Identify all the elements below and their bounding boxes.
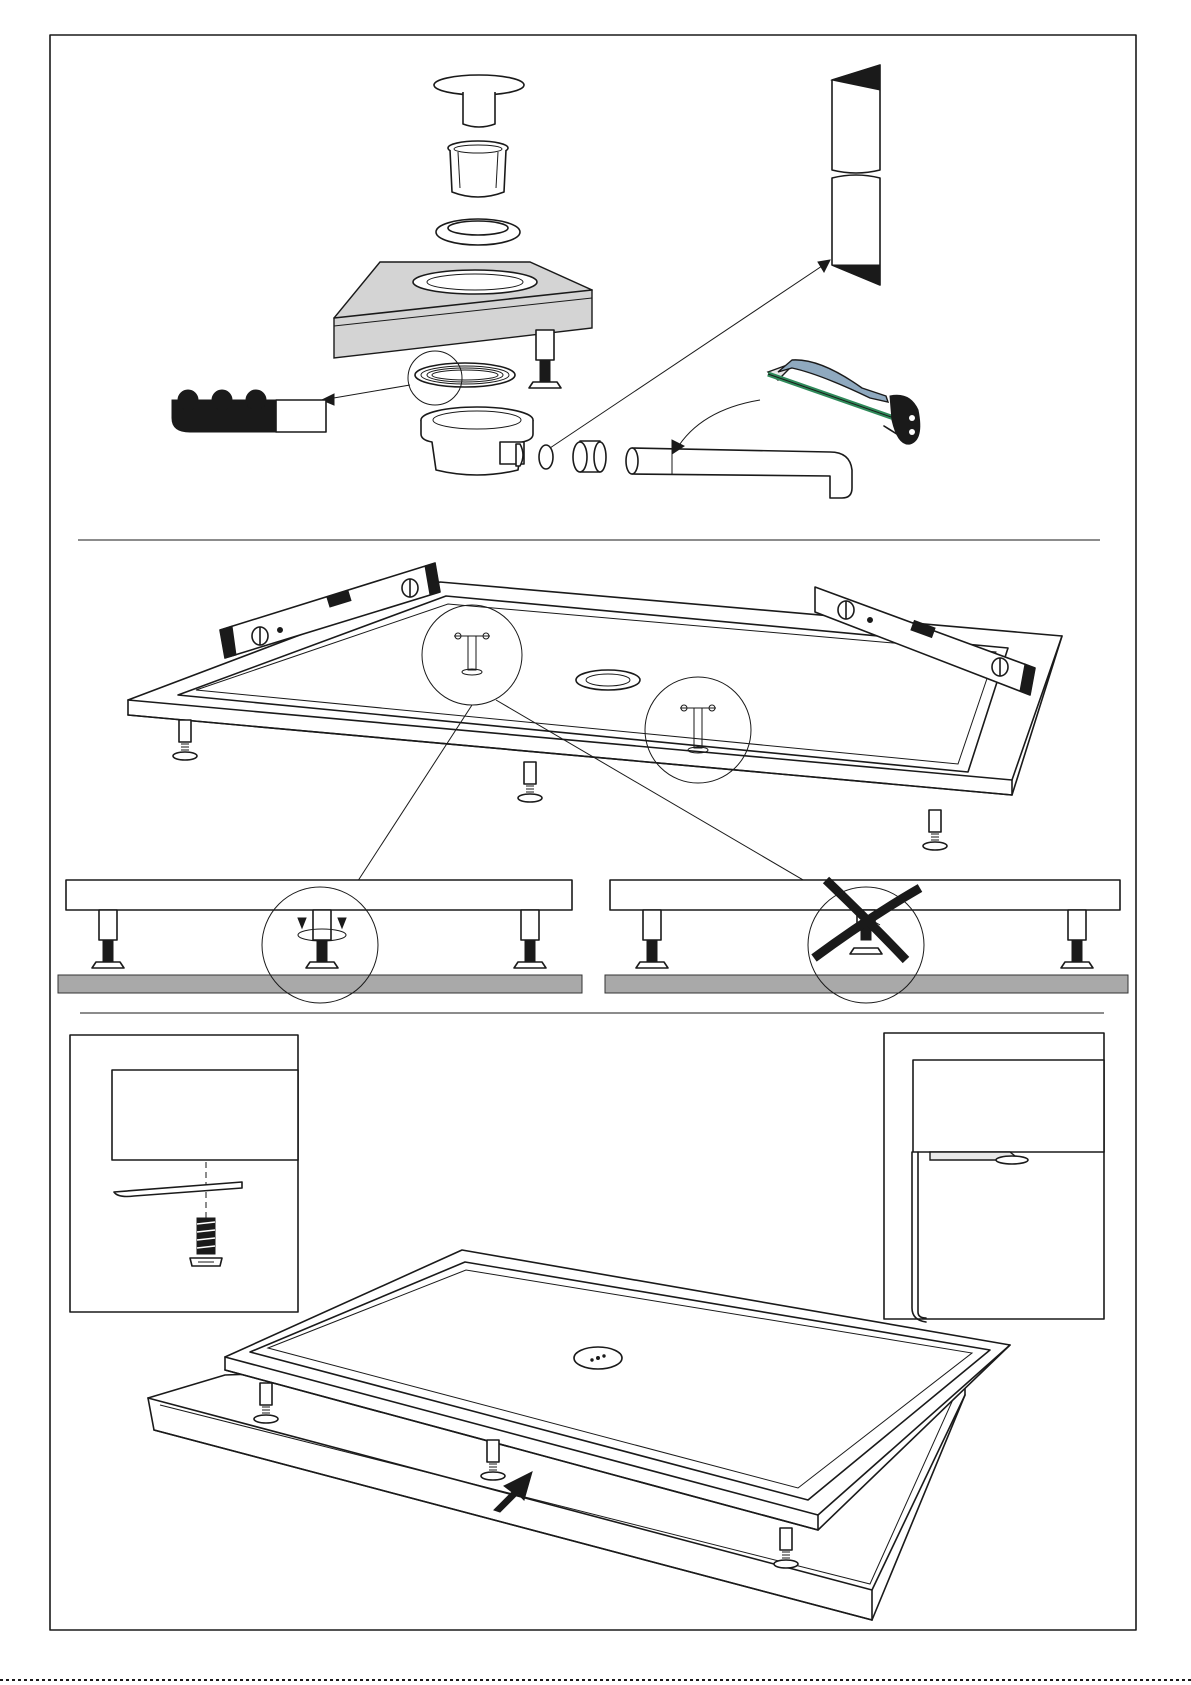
seal-leader-line bbox=[322, 385, 410, 400]
pipe-end-detail-icon bbox=[832, 65, 880, 285]
adjustable-leg-icon bbox=[529, 330, 561, 388]
seal-ring-icon bbox=[415, 363, 515, 387]
screw-icon bbox=[190, 1218, 222, 1266]
waste-cap-icon bbox=[434, 75, 524, 127]
waste-strainer-icon bbox=[448, 141, 508, 197]
step-2-levelling bbox=[128, 563, 1062, 925]
side-view-correct bbox=[58, 880, 582, 1003]
adjustable-leg-icon bbox=[923, 810, 947, 850]
panel-clip-icon bbox=[114, 1182, 242, 1197]
step-1-waste-assembly bbox=[172, 65, 920, 498]
cut-arrow-line bbox=[676, 400, 760, 450]
seal-profile-icon bbox=[172, 390, 326, 432]
flange-ring-icon bbox=[436, 219, 520, 245]
pipe-connector-icon bbox=[539, 441, 606, 472]
step-4-panel-fitting bbox=[148, 1250, 1010, 1620]
hacksaw-icon bbox=[768, 360, 920, 444]
adjustable-leg-icon bbox=[518, 762, 542, 802]
adjustable-leg-icon bbox=[173, 720, 197, 760]
inset-screw-fixing bbox=[70, 1035, 298, 1312]
side-view-incorrect bbox=[605, 880, 1128, 1003]
waste-trap-icon bbox=[421, 407, 533, 475]
inset-panel-hook bbox=[884, 1033, 1104, 1322]
pipe-icon bbox=[626, 448, 852, 498]
